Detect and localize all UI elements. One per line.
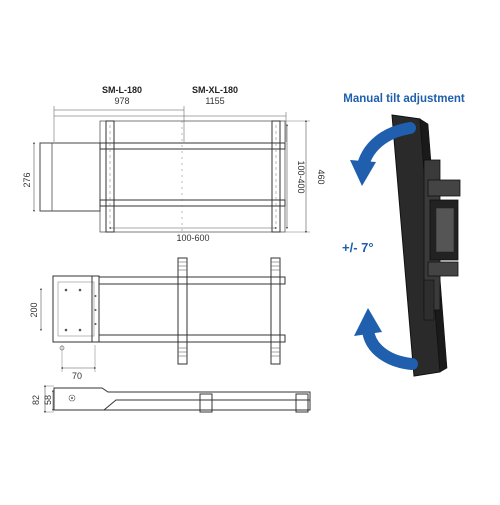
model-small-name: SM-L-180 [102, 85, 142, 95]
tilt-illustration: Manual tilt adjustment +/- 7° [342, 93, 465, 377]
tilt-title: Manual tilt adjustment [343, 93, 465, 105]
side-view: 200 70 [29, 257, 286, 381]
frame-left-bracket [105, 120, 115, 233]
model-large-width: 1155 [205, 96, 224, 106]
vesa-h-label: 100-600 [176, 233, 209, 243]
frame-bottom-rail [99, 199, 286, 207]
frame-top-rail [99, 142, 286, 150]
front-view: SM-L-180 978 SM-XL-180 1155 276 100-600 … [22, 85, 326, 243]
tilt-arrow-bottom [362, 324, 418, 370]
depth-min-label: 58 [43, 395, 53, 405]
side-bracket-left [177, 257, 188, 365]
vesa-frame [99, 120, 286, 233]
bottom-view: 82 58 [31, 384, 311, 414]
total-height-label: 460 [316, 169, 326, 184]
height-label: 276 [22, 172, 32, 187]
depth-max-label: 82 [31, 395, 41, 405]
frame-right-bracket [271, 120, 281, 233]
tilt-angle: +/- 7° [342, 240, 374, 255]
model-small-width: 978 [114, 96, 129, 106]
side-bracket-right [270, 257, 281, 365]
wall-arm-front [39, 142, 101, 212]
vesa-v-label: 100-400 [296, 160, 306, 193]
side-bottom-rail [98, 334, 286, 343]
side-top-rail [98, 276, 286, 285]
plate-height-label: 200 [29, 302, 39, 317]
tilt-angle-text: +/- 7° [342, 240, 374, 255]
model-large-name: SM-XL-180 [192, 85, 238, 95]
offset-label: 70 [72, 371, 82, 381]
arm-profile [53, 387, 311, 411]
